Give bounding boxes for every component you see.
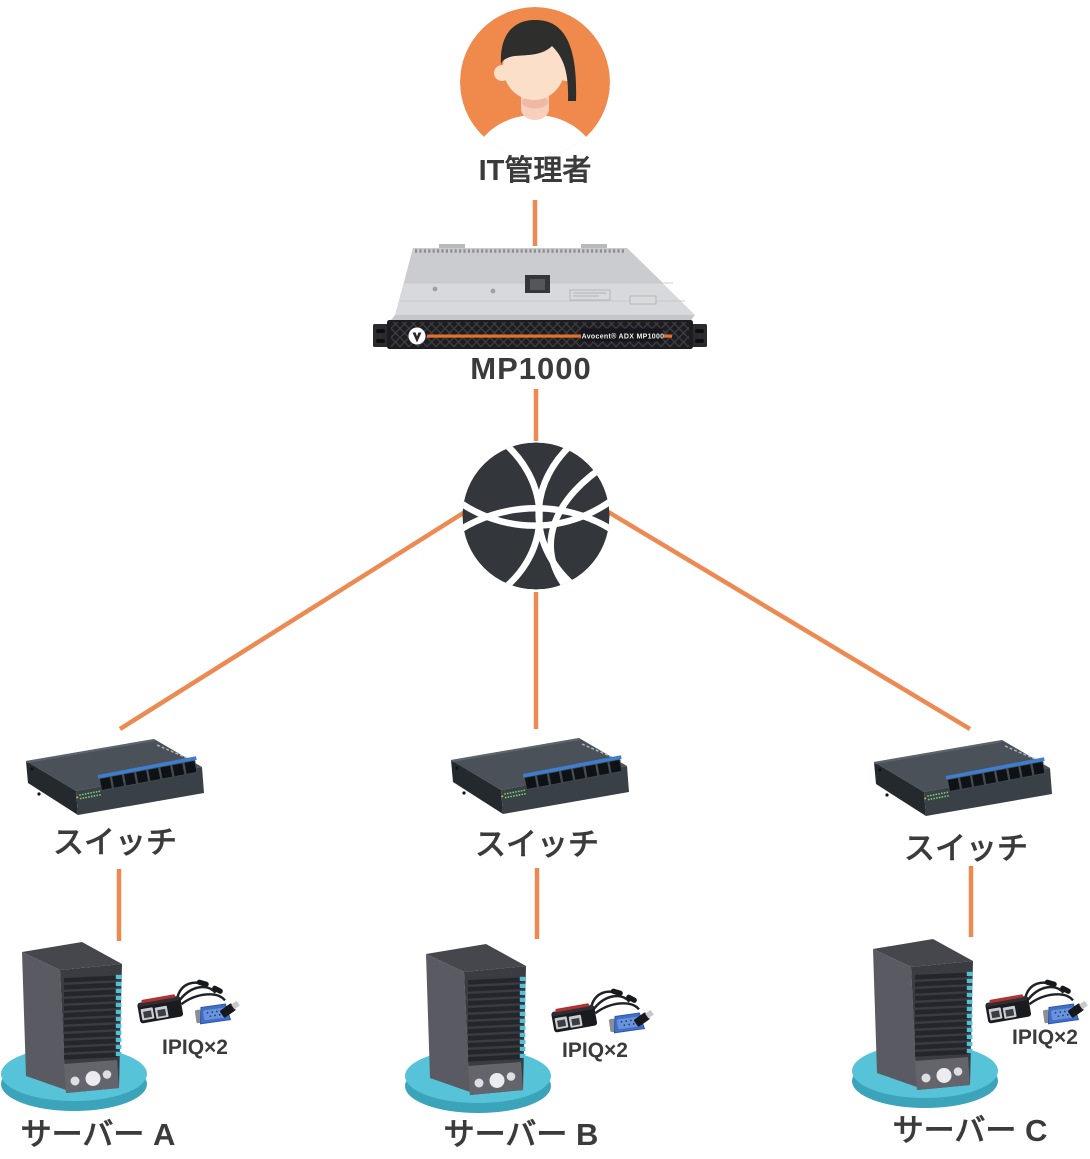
network-switch-icon — [450, 737, 630, 815]
server-node-b — [404, 940, 554, 1115]
mp1000-label: MP1000 — [470, 351, 592, 386]
kvm-dongle-icon — [136, 977, 242, 1026]
network-node — [461, 441, 611, 591]
switch-label-1: スイッチ — [53, 825, 177, 860]
server-node-a — [0, 938, 150, 1113]
tower-server-icon — [405, 944, 551, 1113]
vertiv-logo-icon — [408, 327, 426, 345]
ipiq-dongle-b — [550, 986, 656, 1046]
person-avatar-icon — [460, 7, 610, 157]
server-label-b: サーバー B — [443, 1117, 599, 1152]
globe-network-icon — [462, 442, 610, 590]
server-node-c — [851, 935, 1001, 1110]
switch-label-2: スイッチ — [475, 827, 599, 862]
ipiq-dongle-a — [136, 977, 242, 1037]
ipiq-label-c: IPIQ×2 — [1012, 1026, 1078, 1049]
kvm-dongle-icon — [550, 986, 656, 1035]
switch-node-3 — [866, 732, 1058, 824]
server-label-a: サーバー A — [20, 1117, 176, 1152]
rack-server-icon: Avocent® ADX MP1000 — [373, 244, 707, 349]
switch-label-3: スイッチ — [904, 831, 1028, 866]
connection-line — [603, 508, 972, 731]
ipiq-label-b: IPIQ×2 — [562, 1039, 628, 1062]
tower-server-icon — [852, 939, 998, 1108]
switch-node-2 — [443, 730, 635, 822]
network-switch-icon — [25, 738, 205, 816]
connection-line — [118, 508, 470, 731]
network-switch-icon — [873, 739, 1053, 817]
switch-node-1 — [18, 731, 210, 823]
mp1000-node: Avocent® ADX MP1000 — [373, 243, 707, 355]
ipiq-label-a: IPIQ×2 — [162, 1036, 228, 1059]
tower-server-icon — [1, 942, 147, 1111]
it-admin-node — [457, 5, 613, 157]
mp1000-bezel-text: Avocent® ADX MP1000 — [582, 333, 665, 341]
server-label-c: サーバー C — [892, 1113, 1048, 1148]
it-admin-label: IT管理者 — [478, 155, 592, 187]
